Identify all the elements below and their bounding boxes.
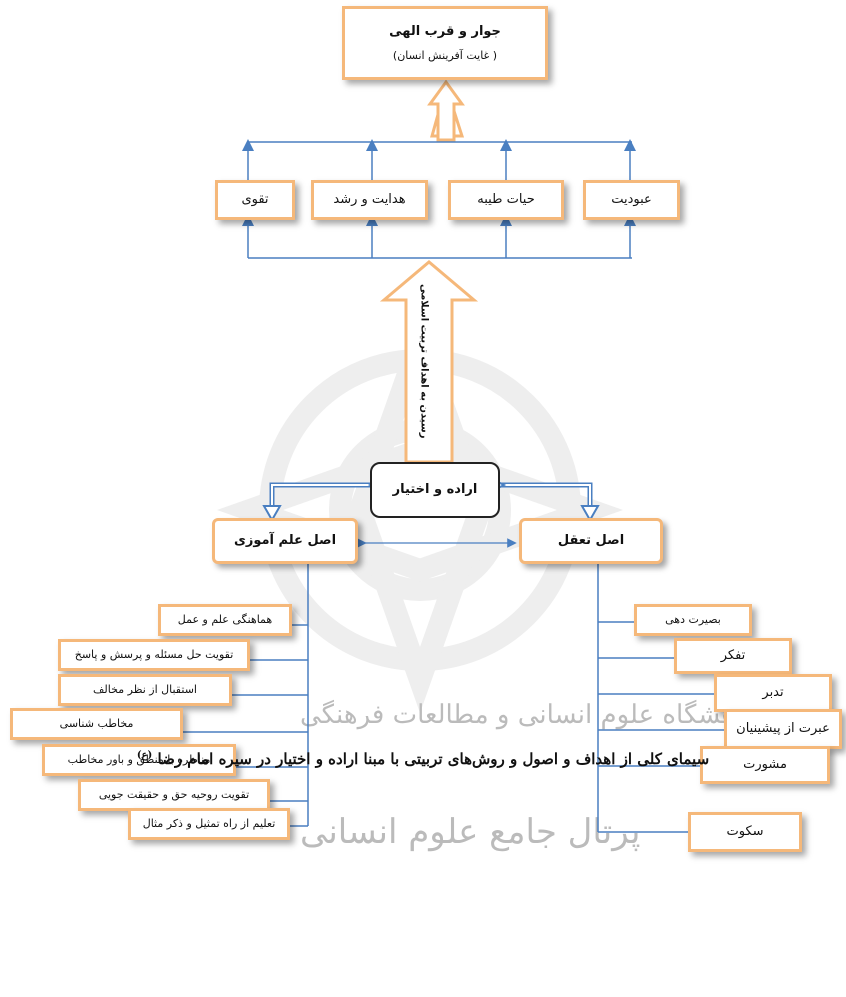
method-label: تقویت حل مسئله و پرسش و پاسخ (74, 648, 234, 662)
method-label: مشورت (743, 757, 787, 773)
goal-label: عبودیت (611, 192, 652, 208)
method-box: مخاطب شناسی (10, 708, 183, 740)
method-box: سکوت (688, 812, 802, 852)
top-goal-title: جوار و قرب الهی (389, 23, 501, 39)
watermark-text-1: پژوهشگاه علوم انسانی و مطالعات فرهنگی (300, 700, 770, 730)
method-box: مناظره با منطق و باور مخاطب (42, 744, 236, 776)
method-label: بصیرت دهی (665, 613, 721, 627)
method-box: عبرت از پیشینیان (724, 709, 842, 749)
watermark-text-2: پرتال جامع علوم انسانی (300, 812, 641, 852)
method-box: تقویت روحیه حق و حقیقت جویی (78, 779, 270, 811)
figure-caption: سیمای کلی از اهداف و اصول و روش‌های تربی… (0, 750, 846, 768)
big-arrow-text: رسیدن به اهداف تربیت اسلامی (418, 283, 430, 439)
method-label: هماهنگی علم و عمل (177, 613, 273, 627)
method-box: استقبال از نظر مخالف (58, 674, 232, 706)
goal-label: حیات طیبه (477, 192, 535, 208)
method-label: تفکر (720, 648, 746, 664)
method-box: تدبر (714, 674, 832, 712)
big-up-arrow (379, 260, 479, 464)
method-box: تعلیم از راه تمثیل و ذکر مثال (128, 808, 290, 840)
method-label: تعلیم از راه تمثیل و ذکر مثال (142, 817, 276, 831)
center-will-box: اراده و اختیار (370, 462, 500, 518)
method-label: تدبر (762, 685, 784, 701)
method-box: تقویت حل مسئله و پرسش و پاسخ (58, 639, 250, 671)
goal-box-piety: تقوی (215, 180, 295, 220)
method-label: عبرت از پیشینیان (736, 721, 830, 737)
goal-label: تقوی (241, 192, 269, 208)
principle-label: اصل علم آموزی (233, 533, 337, 549)
method-label: تقویت روحیه حق و حقیقت جویی (98, 788, 250, 802)
caption-honorific: (ع) (136, 750, 153, 761)
goal-box-guidance: هدایت و رشد (311, 180, 428, 220)
method-box: تفکر (674, 638, 792, 674)
caption-text: سیمای کلی از اهداف و اصول و روش‌های تربی… (157, 750, 710, 768)
big-arrow-label: رسیدن به اهداف تربیت اسلامی (412, 276, 436, 446)
principle-box-learning: اصل علم آموزی (212, 518, 358, 564)
method-box: مشورت (700, 746, 830, 784)
method-label: مخاطب شناسی (59, 717, 134, 731)
goal-box-good-life: حیات طیبه (448, 180, 564, 220)
method-label: مناظره با منطق و باور مخاطب (67, 753, 211, 767)
goal-box-worship: عبودیت (583, 180, 680, 220)
top-goal-subtitle: ( غایت آفرینش انسان) (392, 49, 498, 63)
method-label: استقبال از نظر مخالف (93, 683, 197, 697)
method-box: هماهنگی علم و عمل (158, 604, 292, 636)
method-label: سکوت (726, 824, 764, 840)
top-goal-box: جوار و قرب الهی ( غایت آفرینش انسان) (342, 6, 548, 80)
goal-label: هدایت و رشد (333, 192, 406, 208)
center-will-label: اراده و اختیار (392, 482, 478, 498)
method-box: بصیرت دهی (634, 604, 752, 636)
principle-box-reasoning: اصل تعقل (519, 518, 663, 564)
principle-label: اصل تعقل (557, 533, 625, 549)
